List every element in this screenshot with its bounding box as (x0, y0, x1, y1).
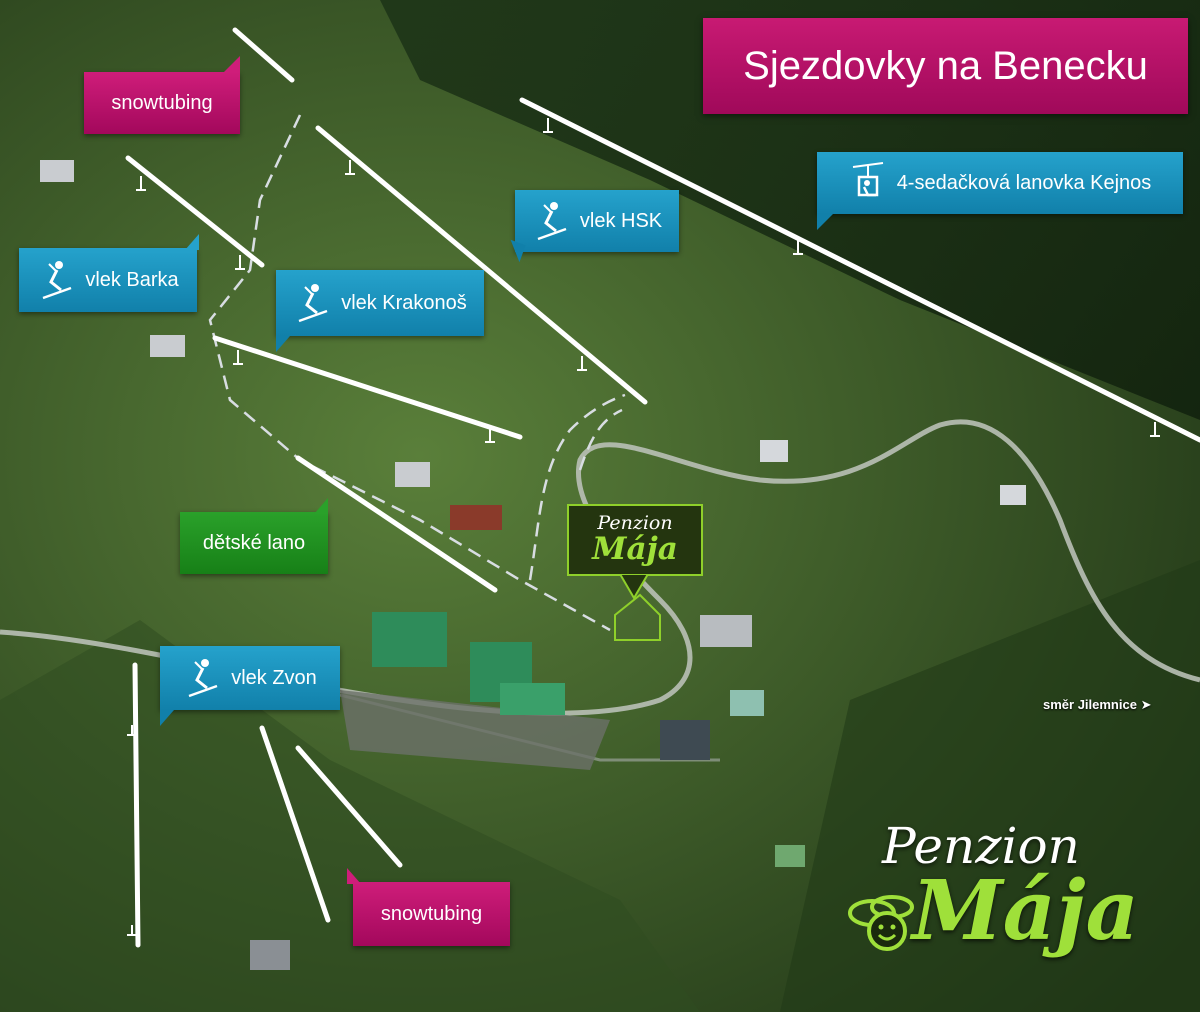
building (250, 940, 290, 970)
label-text: 4-sedačková lanovka Kejnos (896, 171, 1152, 194)
parking-lot (340, 690, 610, 770)
label-text: vlek Zvon (231, 666, 317, 689)
label-text: snowtubing (111, 91, 213, 114)
building (40, 160, 74, 182)
walking-path (528, 393, 626, 581)
lift-line-detske-lano (295, 455, 498, 593)
label-snowtubing-top[interactable]: snowtubing (84, 56, 240, 134)
lift-line-snowtubing-2 (295, 745, 403, 868)
skier-icon (188, 659, 218, 698)
building (372, 612, 447, 667)
callout-tail (817, 214, 833, 230)
lift-pylons (127, 118, 1160, 936)
pin-line2: Mája (592, 531, 678, 567)
building (775, 845, 805, 867)
label-lift-barka[interactable]: vlek Barka (19, 234, 199, 312)
building (700, 615, 752, 647)
building (1000, 485, 1026, 505)
lift-line-zvon (132, 662, 141, 948)
label-lift-zvon[interactable]: vlek Zvon (160, 646, 340, 726)
logo-line1: Penzion (882, 817, 1080, 875)
snowtubing-path (208, 114, 611, 632)
building (450, 505, 502, 530)
lift-line-barka (125, 155, 265, 268)
callout-tail (160, 710, 174, 726)
lower-meadow (0, 620, 700, 1012)
building (760, 440, 788, 462)
walking-path (578, 408, 623, 471)
lift-lines (125, 27, 1200, 948)
direction-jilemnice[interactable]: směr Jilemnice ➤ (1043, 697, 1151, 713)
label-snowtubing-bottom[interactable]: snowtubing (347, 868, 510, 946)
callout-tail (314, 498, 328, 514)
lift-line-snowtubing-top (232, 27, 295, 83)
label-lift-hsk[interactable]: vlek HSK (504, 190, 679, 263)
penzion-building-outline (614, 593, 661, 641)
lift-line-hsk (315, 125, 648, 405)
skier-icon (42, 261, 72, 300)
skier-icon (298, 284, 328, 323)
chairlift-icon (852, 162, 883, 197)
building (150, 335, 185, 357)
label-text: vlek Krakonoš (341, 291, 467, 314)
building (730, 690, 764, 716)
label-text: vlek Barka (85, 268, 179, 291)
label-text: snowtubing (380, 902, 483, 925)
skier-icon (537, 202, 567, 241)
pin-pointer-icon (618, 574, 650, 600)
building (500, 683, 565, 715)
logo-line2: Mája (912, 863, 1139, 959)
arrow-right-icon: ➤ (1140, 697, 1152, 712)
pin-line1: Penzion (597, 512, 673, 534)
direction-text: směr Jilemnice (1043, 697, 1137, 712)
label-text: dětské lano (202, 531, 306, 554)
label-text: vlek HSK (579, 209, 663, 232)
lift-line-kejnos (519, 97, 1200, 443)
penzion-maja-logo: Penzion Mája (842, 815, 1162, 965)
label-lift-kejnos[interactable]: 4-sedačková lanovka Kejnos (817, 152, 1183, 230)
building (395, 462, 430, 487)
label-lift-krakonos[interactable]: vlek Krakonoš (276, 270, 484, 352)
callout-tail (347, 868, 361, 884)
callout-tail (185, 234, 199, 250)
building (660, 720, 710, 760)
callout-tail (224, 56, 240, 72)
lift-line-snowtubing (259, 725, 331, 923)
lift-line-krakonos (212, 335, 523, 440)
callout-tail (276, 336, 290, 352)
bee-icon (848, 895, 914, 951)
penzion-maja-marker[interactable]: Penzion Mája (567, 504, 703, 576)
label-detske-lano[interactable]: dětské lano (180, 498, 328, 574)
map-title: Sjezdovky na Benecku (703, 18, 1188, 114)
